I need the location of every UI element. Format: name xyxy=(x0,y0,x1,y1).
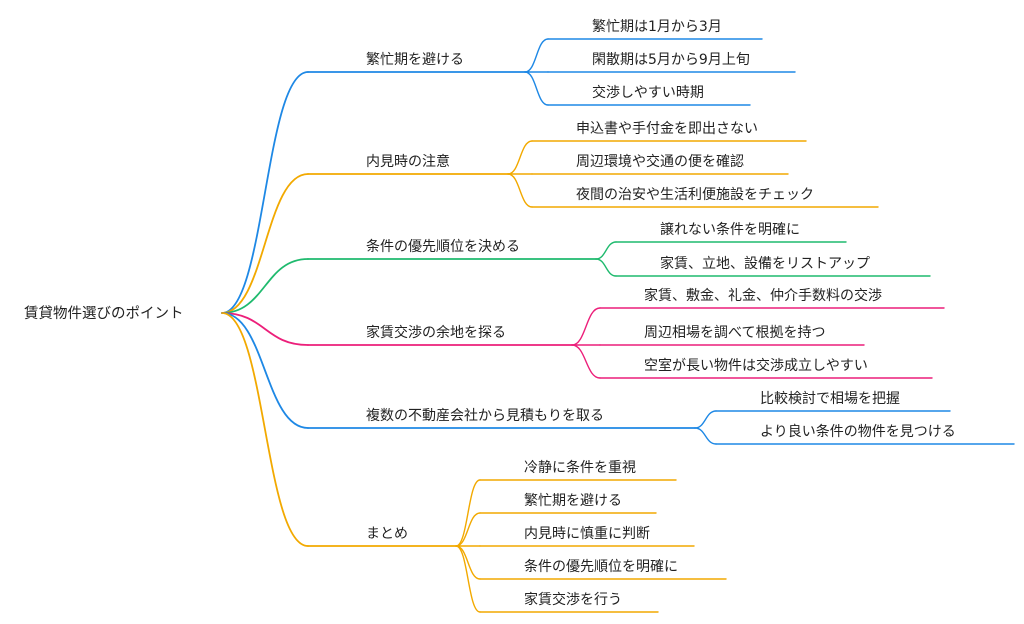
leaf-topic: 内見時に慎重に判断 xyxy=(524,526,650,542)
root-topic: 賃貸物件選びのポイント xyxy=(24,305,184,322)
leaf-connector xyxy=(694,427,717,445)
leaf-connector xyxy=(507,173,533,208)
leaf-connector xyxy=(507,140,533,175)
leaf-topic: より良い条件の物件を見つける xyxy=(760,423,956,440)
leaf-topic: 申込書や手付金を即出さない xyxy=(576,121,758,137)
leaf-connector xyxy=(455,512,481,547)
leaf-connector xyxy=(595,241,617,260)
branch-connector xyxy=(221,312,309,429)
leaf-connector xyxy=(571,307,601,346)
edges-layer xyxy=(221,38,1015,613)
labels-layer: 賃貸物件選びのポイント 繁忙期を避ける 繁忙期は1月から3月閑散期は5月から9月上… xyxy=(24,19,956,608)
leaf-connector xyxy=(455,545,481,613)
branch-connector xyxy=(221,71,309,314)
branch-connector xyxy=(221,312,309,346)
leaf-topic: 条件の優先順位を明確に xyxy=(524,558,678,575)
leaf-topic: 交渉しやすい時期 xyxy=(592,84,704,101)
leaf-topic: 家賃、敷金、礼金、仲介手数料の交渉 xyxy=(644,287,882,304)
branch-topic: 複数の不動産会社から見積もりを取る xyxy=(366,407,604,424)
leaf-connector xyxy=(571,344,601,379)
leaf-topic: 空室が長い物件は交渉成立しやすい xyxy=(644,357,868,374)
leaf-topic: 繁忙期を避ける xyxy=(524,493,622,509)
leaf-connector xyxy=(524,38,549,73)
leaf-connector xyxy=(455,545,481,580)
leaf-connector xyxy=(524,71,549,106)
leaf-topic: 家賃、立地、設備をリストアップ xyxy=(660,255,870,272)
leaf-connector xyxy=(694,410,717,429)
branch-topic: 繁忙期を避ける xyxy=(366,52,464,68)
branch-connector xyxy=(221,312,309,547)
leaf-topic: 周辺環境や交通の便を確認 xyxy=(576,153,744,170)
leaf-topic: 家賃交渉を行う xyxy=(524,591,622,608)
branch-connector xyxy=(221,173,309,314)
leaf-topic: 周辺相場を調べて根拠を持つ xyxy=(644,325,825,341)
leaf-topic: 夜間の治安や生活利便施設をチェック xyxy=(576,187,814,203)
leaf-connector xyxy=(595,258,617,277)
leaf-topic: 譲れない条件を明確に xyxy=(660,221,800,238)
branch-topic: 条件の優先順位を決める xyxy=(366,238,520,255)
branch-topic: 家賃交渉の余地を探る xyxy=(366,324,506,341)
branch-connector xyxy=(221,258,309,314)
leaf-topic: 冷静に条件を重視 xyxy=(524,459,636,476)
branch-topic: まとめ xyxy=(366,526,408,542)
leaf-topic: 比較検討で相場を把握 xyxy=(760,391,900,407)
branch-topic: 内見時の注意 xyxy=(366,153,450,170)
leaf-topic: 閑散期は5月から9月上旬 xyxy=(592,52,750,68)
leaf-topic: 繁忙期は1月から3月 xyxy=(592,19,722,35)
leaf-connector xyxy=(455,479,481,547)
